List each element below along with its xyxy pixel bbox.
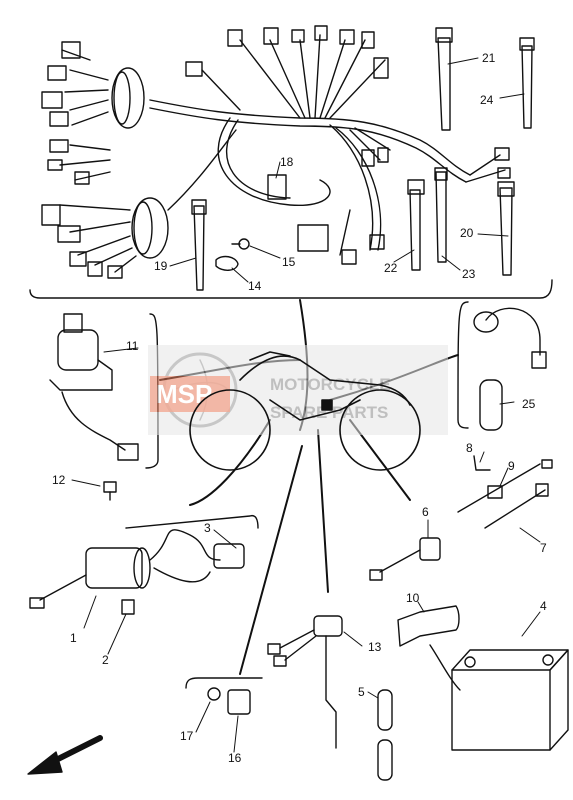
callout-19: 19: [154, 259, 168, 273]
callout-7: 7: [540, 541, 547, 555]
sensor: [369, 537, 441, 581]
callout-15: 15: [282, 255, 296, 269]
callout-3: 3: [204, 521, 211, 535]
callout-23: 23: [462, 267, 476, 281]
callout-6: 6: [422, 505, 429, 519]
callout-20: 20: [460, 226, 474, 240]
callout-10: 10: [406, 591, 420, 605]
arrow-icon: [27, 735, 103, 775]
main-switch: [49, 313, 159, 469]
callout-24: 24: [480, 93, 494, 107]
callout-13: 13: [368, 640, 382, 654]
wire-leads: [457, 455, 553, 529]
cable-ties: [191, 27, 535, 291]
callout-21: 21: [482, 51, 496, 65]
callout-labels: 1 2 3 4 5 6 7 8 9 10 11 12 13 14 15 16 1…: [52, 51, 547, 765]
fuse-holder: [479, 379, 503, 431]
watermark-logo-text: MSP: [156, 379, 212, 409]
callout-16: 16: [228, 751, 242, 765]
callout-4: 4: [540, 599, 547, 613]
watermark-line1: MOTORCYCLE: [270, 375, 391, 394]
callout-14: 14: [248, 279, 262, 293]
callout-9: 9: [508, 459, 515, 473]
callout-1: 1: [70, 631, 77, 645]
callout-12: 12: [52, 473, 66, 487]
callout-17: 17: [180, 729, 194, 743]
neutral-switch: [185, 677, 263, 715]
rear-switch: [267, 615, 343, 749]
wire-harness: [41, 25, 511, 279]
fuse-spare: [377, 739, 393, 781]
callout-18: 18: [280, 155, 294, 169]
battery-band: [397, 605, 460, 647]
callout-11: 11: [126, 339, 139, 353]
callout-22: 22: [384, 261, 398, 275]
battery: [429, 644, 569, 751]
callout-25: 25: [522, 397, 536, 411]
ignition-coil: [29, 514, 259, 615]
callout-5: 5: [358, 685, 365, 699]
callout-8: 8: [466, 441, 473, 455]
motorcycle-silhouette: [189, 351, 421, 471]
fuse-holder-lead: [485, 307, 541, 356]
harness-bracket: [29, 279, 553, 299]
callout-leaders: [71, 57, 541, 753]
callout-2: 2: [102, 653, 109, 667]
fuse: [377, 689, 393, 731]
bolt: [103, 481, 117, 501]
